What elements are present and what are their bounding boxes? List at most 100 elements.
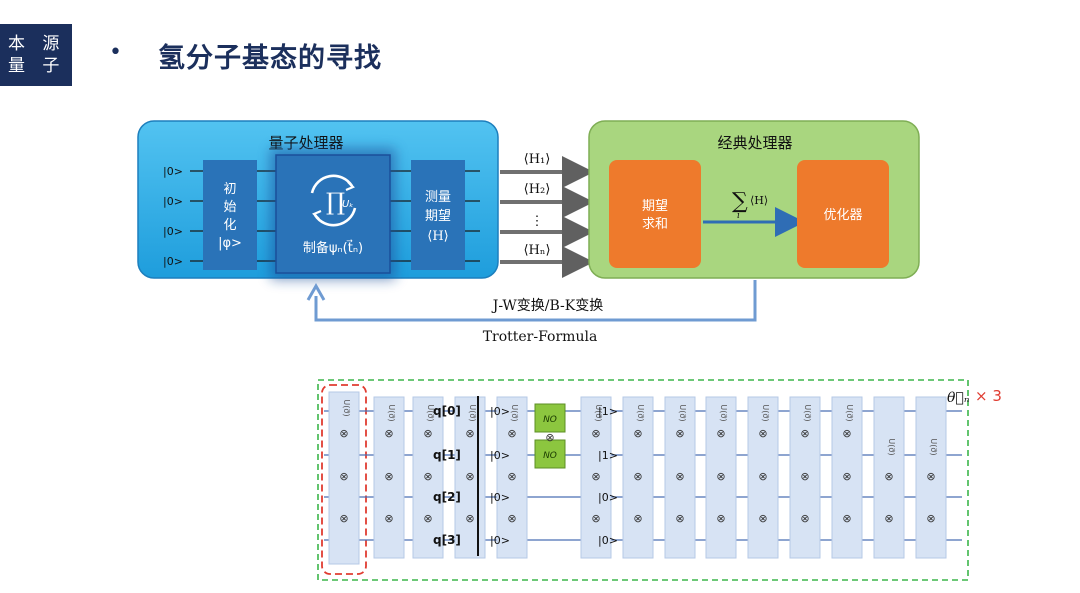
tensor-symbol: ⊗ bbox=[591, 470, 600, 483]
gate-label: U(σ⃗) bbox=[719, 404, 728, 421]
tensor-symbol: ⊗ bbox=[507, 427, 516, 440]
init-label: |φ> bbox=[218, 236, 242, 251]
sum-expression: ⟨H⟩ bbox=[750, 194, 768, 207]
tensor-symbol: ⊗ bbox=[591, 427, 600, 440]
ket-label: |0> bbox=[163, 255, 183, 268]
circuit-theta: θ⃗ₙ bbox=[947, 390, 970, 406]
tensor-symbol: ⊗ bbox=[675, 512, 684, 525]
reset-ket: |0> bbox=[490, 449, 510, 462]
tensor-symbol: ⊗ bbox=[507, 470, 516, 483]
tensor-symbol: ⊗ bbox=[800, 470, 809, 483]
trotter-label: Trotter-Formula bbox=[483, 329, 598, 345]
tensor-symbol: ⊗ bbox=[633, 470, 642, 483]
tensor-symbol: ⊗ bbox=[423, 427, 432, 440]
tensor-symbol: ⊗ bbox=[884, 470, 893, 483]
gate-column bbox=[915, 396, 947, 559]
measure-block bbox=[411, 160, 465, 270]
init-label: 初 bbox=[223, 182, 236, 197]
init-label: 化 bbox=[223, 218, 236, 233]
brand-logo: 本 源 量 子 bbox=[0, 24, 72, 86]
measure-label: ⟨H⟩ bbox=[427, 229, 448, 244]
qreg-label: q[1] bbox=[433, 448, 461, 462]
reset-ket: |0> bbox=[490, 491, 510, 504]
tensor-symbol: ⊗ bbox=[926, 512, 935, 525]
slide-title: 氢分子基态的寻找 bbox=[158, 43, 382, 74]
gate-column bbox=[412, 396, 444, 559]
initial-layer-dashed-frame bbox=[321, 384, 367, 575]
reset-ket: |0> bbox=[490, 534, 510, 547]
tensor-symbol: ⊗ bbox=[716, 427, 725, 440]
gate-column bbox=[831, 396, 863, 559]
tensor-symbol: ⊗ bbox=[675, 427, 684, 440]
tensor-symbol: ⊗ bbox=[884, 512, 893, 525]
gate-label: U(σ⃗) bbox=[678, 404, 687, 421]
tensor-symbol: ⊗ bbox=[758, 427, 767, 440]
ket-label: |0> bbox=[163, 225, 183, 238]
gate-label: U(σ⃗) bbox=[803, 404, 812, 421]
sum-box-label: 期望 bbox=[642, 198, 668, 214]
gate-column bbox=[705, 396, 737, 559]
gate-column bbox=[789, 396, 821, 559]
tensor-symbol: ⊗ bbox=[800, 427, 809, 440]
tensor-symbol: ⊗ bbox=[675, 470, 684, 483]
measure-label: 期望 bbox=[425, 208, 451, 224]
logo-line-2: 量 子 bbox=[8, 56, 66, 76]
tensor-symbol: ⊗ bbox=[591, 512, 600, 525]
gate-label: U(σ⃗) bbox=[636, 404, 645, 421]
expectation-arrows bbox=[500, 156, 594, 278]
gate-column bbox=[454, 396, 486, 559]
post-ket: |1> bbox=[598, 405, 618, 418]
tensor-symbol: ⊗ bbox=[758, 512, 767, 525]
gate-label: U(σ⃗) bbox=[761, 404, 770, 421]
classical-processor-title: 经典处理器 bbox=[717, 134, 792, 152]
gate-label: U(σ⃗) bbox=[426, 404, 435, 421]
init-label: 始 bbox=[223, 200, 236, 215]
tensor-symbol: ⊗ bbox=[633, 427, 642, 440]
tensor-symbol: ⊗ bbox=[842, 470, 851, 483]
gate-label: U(σ⃗) bbox=[845, 404, 854, 421]
transform-label: J-W变换/B-K变换 bbox=[491, 297, 603, 314]
gate-label: U(σ⃗) bbox=[387, 404, 396, 421]
cnot-gate bbox=[534, 403, 566, 433]
cycle-arrows-icon bbox=[310, 174, 357, 227]
tensor-symbol: ⊗ bbox=[465, 512, 474, 525]
tensor-symbol: ⊗ bbox=[842, 427, 851, 440]
sum-symbol: ∑ bbox=[732, 189, 748, 214]
qreg-label: q[3] bbox=[433, 533, 461, 547]
prod-subscript: Uₖ bbox=[342, 199, 354, 210]
tensor-symbol: ⊗ bbox=[423, 512, 432, 525]
tensor-symbol: ⊗ bbox=[507, 512, 516, 525]
cnot-gate bbox=[534, 439, 566, 469]
prod-symbol: ∏ bbox=[326, 188, 345, 216]
tensor-symbol: ⊗ bbox=[384, 427, 393, 440]
gate-column bbox=[873, 396, 905, 559]
expectation-h2: ⟨H₂⟩ bbox=[524, 182, 551, 197]
gate-label: U(σ⃗) bbox=[468, 404, 477, 421]
logo-line-1: 本 源 bbox=[8, 34, 66, 54]
tensor-symbol: ⊗ bbox=[633, 512, 642, 525]
expectation-h1: ⟨H₁⟩ bbox=[524, 152, 551, 167]
feedback-arrow bbox=[314, 280, 757, 322]
measure-label: 测量 bbox=[425, 190, 451, 205]
tensor-symbol: ⊗ bbox=[716, 512, 725, 525]
expectation-dots: ⋮ bbox=[531, 214, 544, 229]
circuit-layer: U(σ⃗) ⊗ ⊗ ⊗ U(σ⃗) ⊗ ⊗ ⊗ U(σ⃗) ⊗ ⊗ ⊗ U(σ⃗) ⊗ ⊗ ⊗ U(σ⃗) ⊗ ⊗ ⊗… bbox=[324, 391, 962, 565]
cnot-label: NO bbox=[543, 415, 557, 425]
ket-label: |0> bbox=[163, 165, 183, 178]
cnot-label: NO bbox=[543, 451, 557, 461]
sum-box-label: 求和 bbox=[642, 217, 668, 232]
gate-column bbox=[664, 396, 696, 559]
tensor-symbol: ⊗ bbox=[339, 427, 348, 440]
gate-column bbox=[622, 396, 654, 559]
circuit-repeat: × 3 bbox=[975, 387, 1002, 405]
post-ket: |0> bbox=[598, 491, 618, 504]
quantum-processor-title: 量子处理器 bbox=[268, 134, 343, 152]
tensor-symbol: ⊗ bbox=[800, 512, 809, 525]
post-ket: |1> bbox=[598, 449, 618, 462]
gate-column bbox=[373, 396, 405, 559]
init-block bbox=[203, 160, 257, 270]
sum-box bbox=[609, 160, 701, 268]
title-bullet: • bbox=[109, 40, 122, 65]
qreg-label: q[0] bbox=[433, 404, 461, 418]
